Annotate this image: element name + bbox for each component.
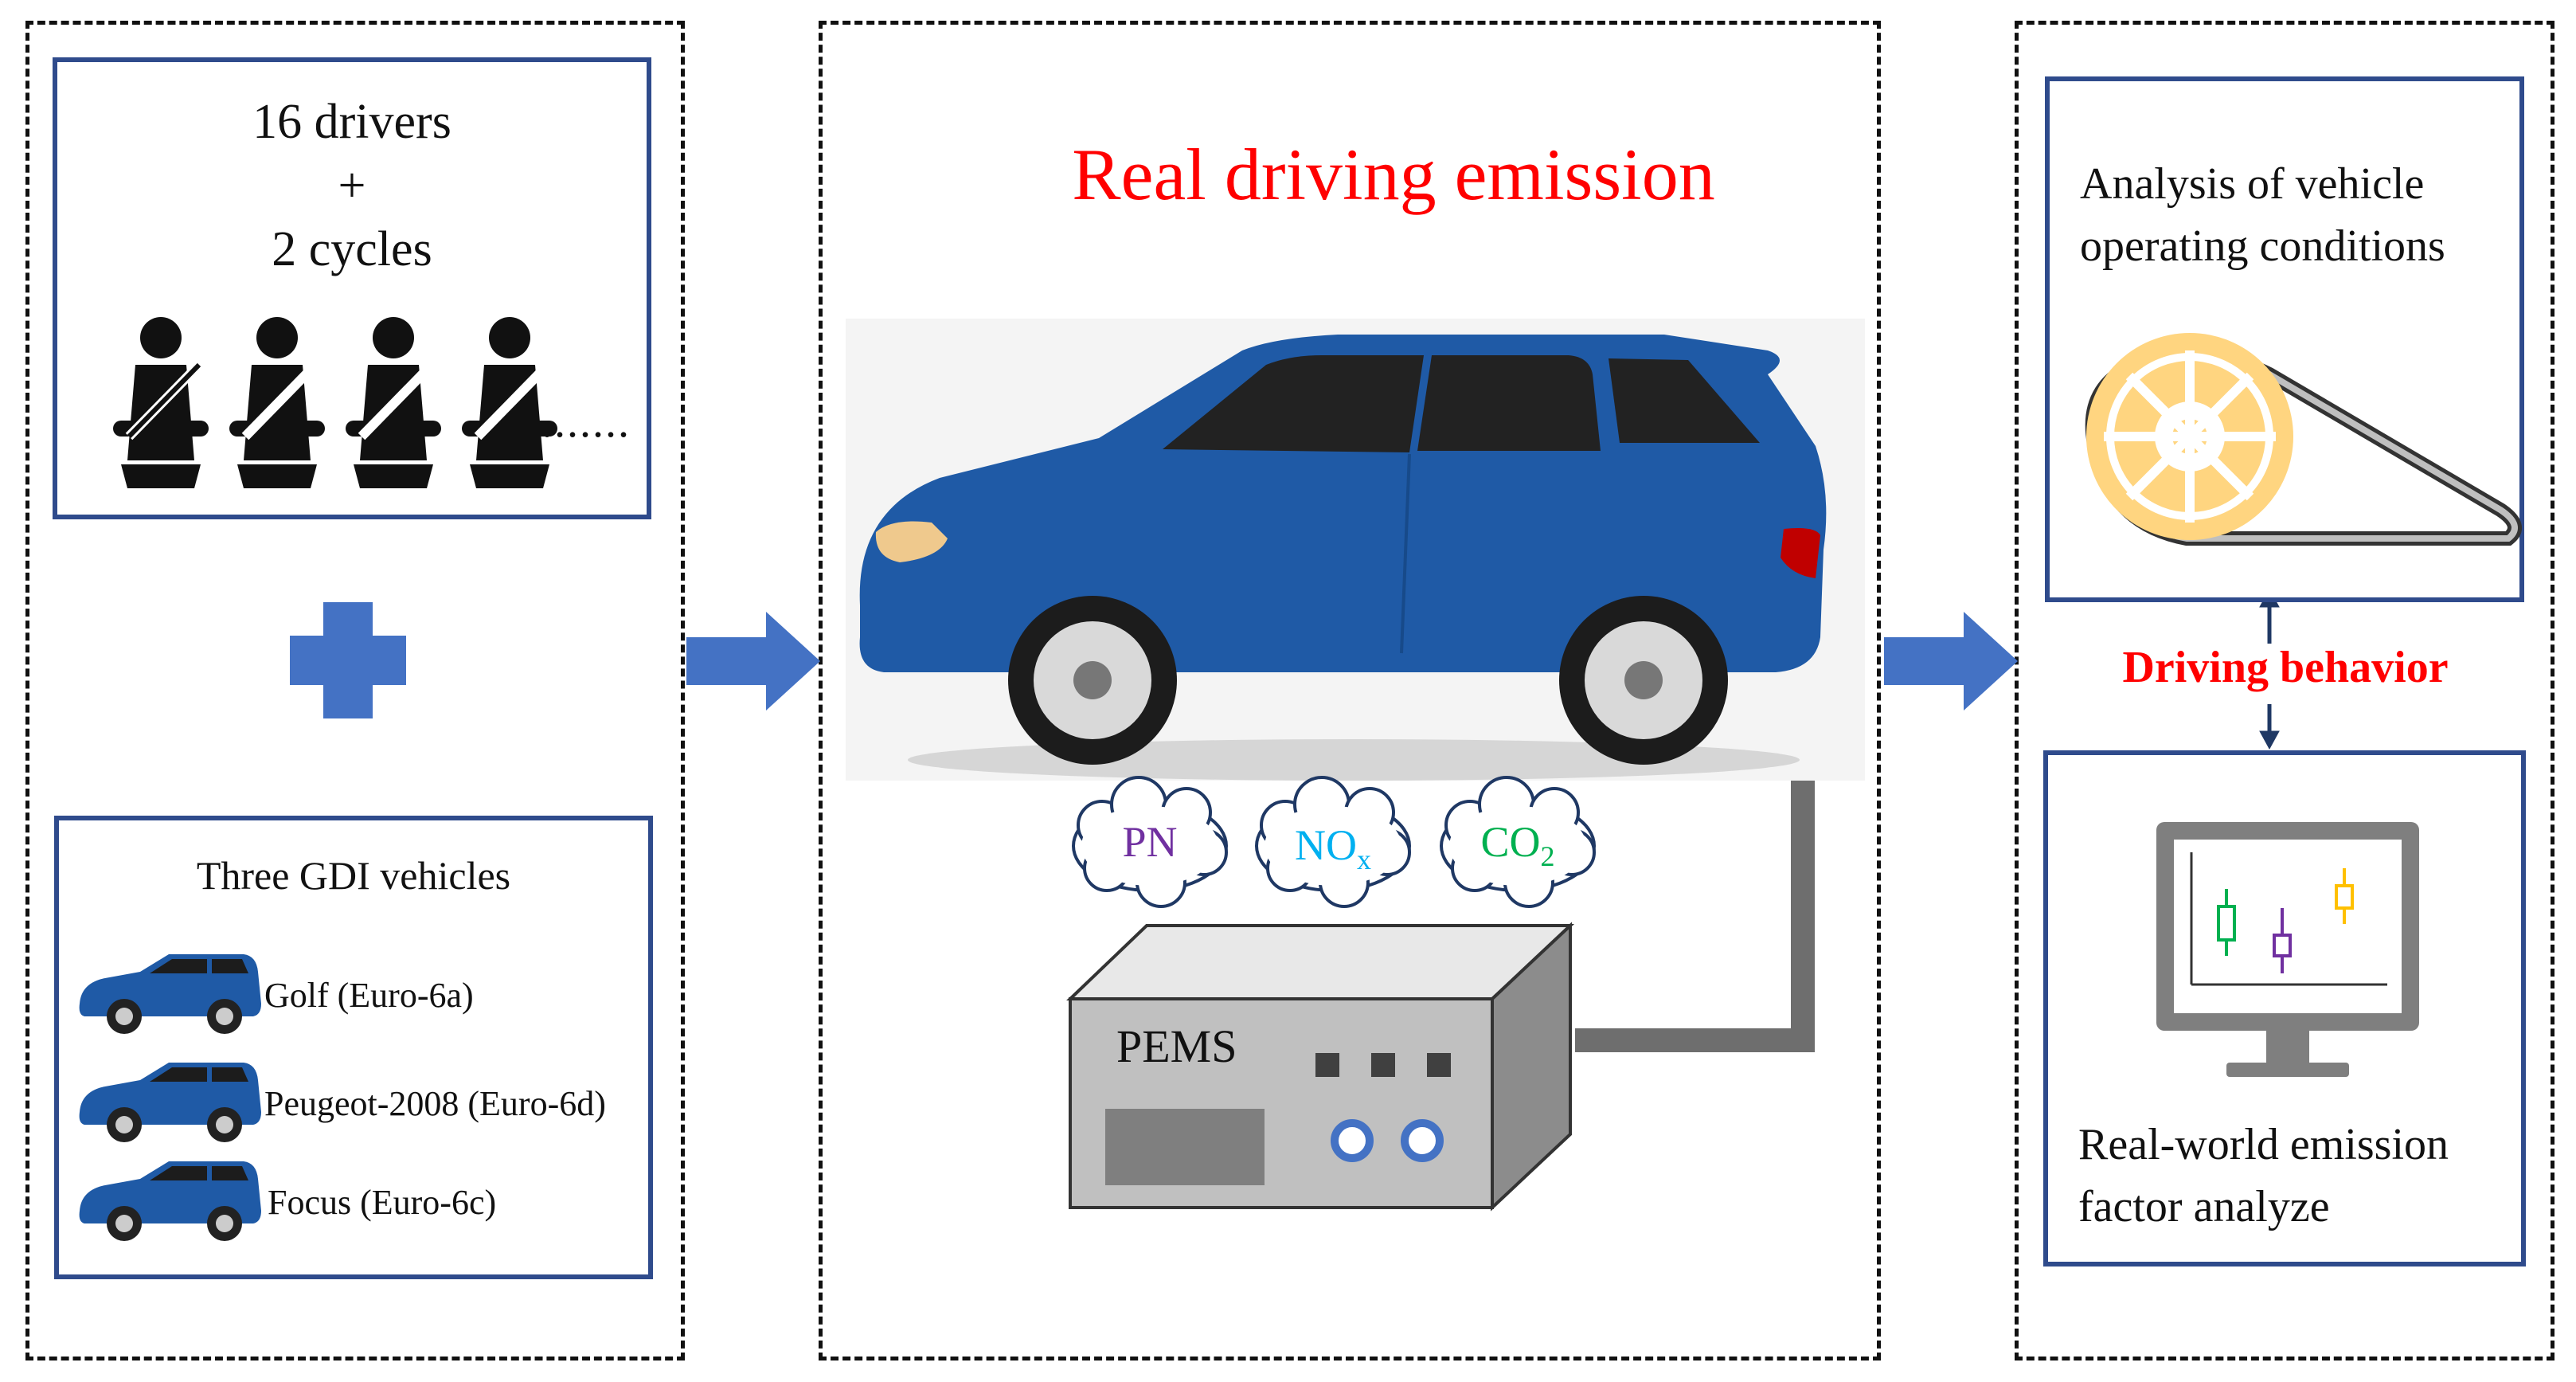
car-icon	[79, 1161, 261, 1241]
vehicle-label-golf: Golf (Euro-6a)	[264, 976, 474, 1015]
seatbelt-icons	[113, 317, 557, 488]
middle-title: Real driving emission	[1072, 134, 1715, 215]
emission-nox-base: NO	[1295, 821, 1357, 869]
analysis-text-line2: operating conditions	[2080, 221, 2445, 271]
drivers-box: 16 drivers + 2 cycles	[53, 57, 651, 519]
emission-nox: NOx	[1269, 820, 1397, 876]
arrow-right-icon	[686, 612, 820, 711]
left-panel	[25, 21, 685, 1360]
car-icon	[79, 954, 261, 1034]
emission-factor-text: Real-world emission factor analyze	[2078, 1114, 2449, 1238]
seatbelt-icon	[113, 317, 209, 488]
drivers-plus: +	[338, 159, 366, 213]
emission-factor-box: Real-world emission factor analyze	[2043, 750, 2526, 1267]
arrow-right-icon	[1884, 612, 2018, 711]
emission-pn: PN	[1122, 818, 1178, 866]
car-icon	[79, 1063, 261, 1142]
seatbelt-icon	[462, 317, 557, 488]
analysis-text: Analysis of vehicle operating conditions	[2080, 153, 2445, 277]
seatbelt-icon	[346, 317, 441, 488]
emission-factor-text-line2: factor analyze	[2078, 1182, 2330, 1231]
vehicle-thumbnails	[79, 954, 261, 1241]
analysis-text-line1: Analysis of vehicle	[2080, 159, 2425, 209]
emission-factor-text-line1: Real-world emission	[2078, 1120, 2449, 1169]
emission-co2: CO2	[1454, 817, 1581, 873]
drivers-count: 16 drivers	[252, 95, 451, 149]
middle-panel	[819, 21, 1881, 1360]
driving-behavior-label: Driving behavior	[2122, 643, 2449, 692]
emission-co2-sub: 2	[1540, 840, 1555, 872]
vehicle-label-focus: Focus (Euro-6c)	[268, 1183, 497, 1222]
emission-co2-base: CO	[1480, 818, 1541, 866]
cycles-count: 2 cycles	[272, 222, 432, 276]
seatbelt-icon	[229, 317, 325, 488]
emission-nox-sub: x	[1357, 843, 1371, 875]
vehicle-label-peugeot: Peugeot-2008 (Euro-6d)	[264, 1084, 606, 1123]
vehicles-title: Three GDI vehicles	[196, 853, 511, 898]
drivers-ellipsis: .......	[541, 397, 631, 447]
vehicles-box: Three GDI vehicles Golf (Euro-6a) Peugeo…	[54, 816, 653, 1279]
pems-label: PEMS	[1116, 1020, 1237, 1072]
analysis-box: Analysis of vehicle operating conditions	[2045, 76, 2524, 602]
